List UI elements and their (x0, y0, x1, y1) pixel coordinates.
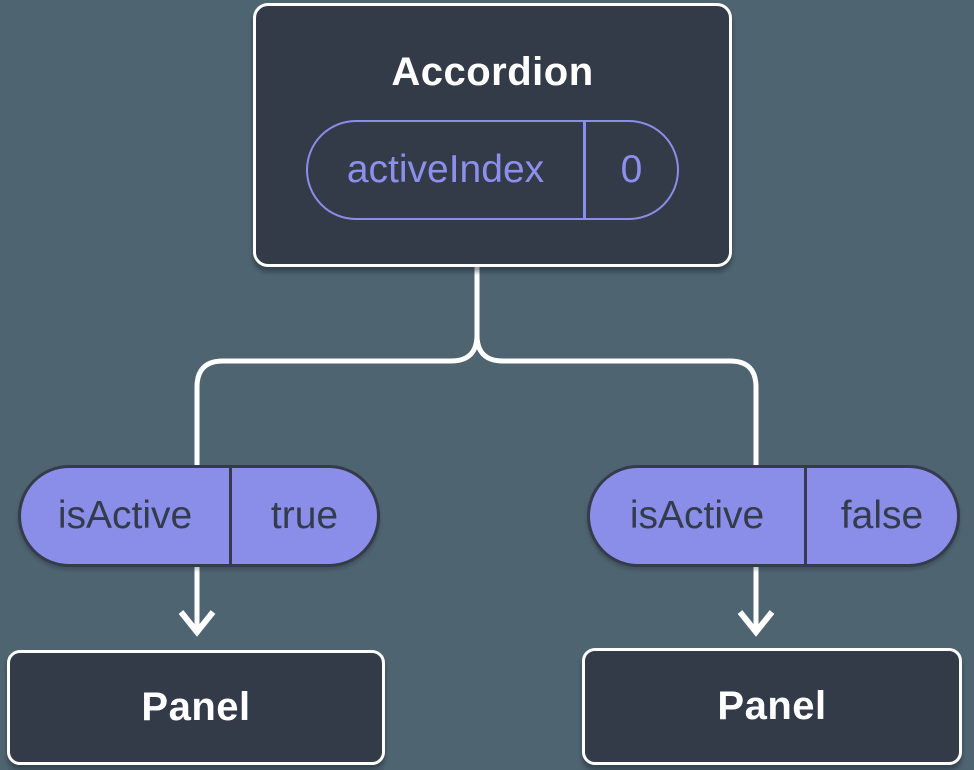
state-pill-value: 0 (620, 148, 643, 191)
state-pill-label: activeIndex (346, 148, 545, 191)
node-accordion: Accordion activeIndex 0 (253, 3, 732, 267)
prop-pill-value: false (840, 494, 924, 537)
pill-divider (804, 468, 807, 564)
panel-title: Panel (141, 685, 251, 729)
connector-root-to-left-pill (194, 266, 480, 466)
pill-divider (229, 468, 232, 564)
panel-title: Panel (717, 684, 827, 728)
accordion-title: Accordion (391, 50, 594, 94)
prop-pill-value: true (270, 494, 339, 537)
pill-divider (583, 122, 586, 218)
prop-pill-label: isActive (629, 494, 765, 537)
node-panel-left: Panel (7, 650, 385, 765)
prop-pill-isactive-false: isActive false (587, 465, 960, 567)
prop-pill-label: isActive (57, 494, 193, 537)
connector-root-to-right-pill (474, 266, 759, 466)
state-pill-activeindex: activeIndex 0 (306, 120, 679, 220)
arrow-down-icon (178, 566, 216, 637)
prop-pill-isactive-true: isActive true (18, 465, 380, 567)
node-panel-right: Panel (582, 648, 962, 765)
arrow-down-icon (737, 566, 775, 637)
